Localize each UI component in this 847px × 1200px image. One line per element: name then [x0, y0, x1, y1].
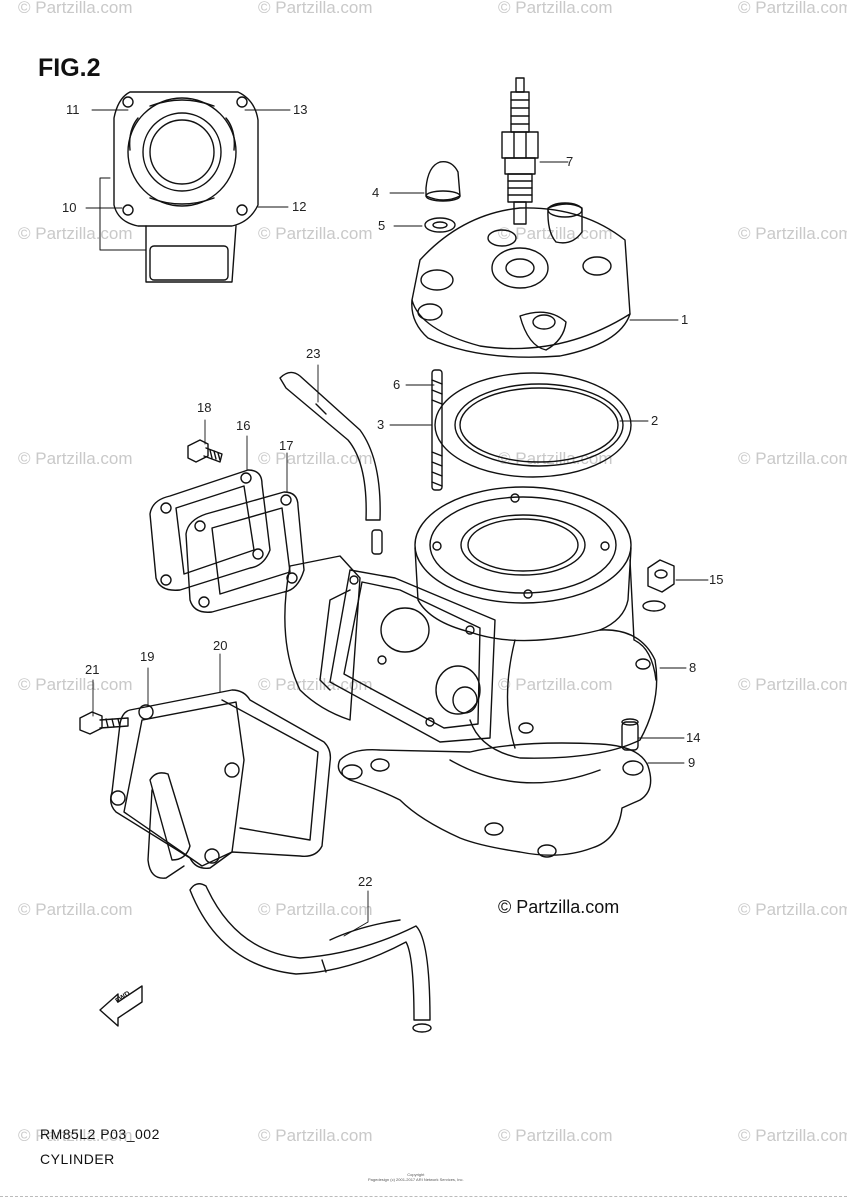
callout-1: 1: [681, 312, 689, 327]
watermark: © Partzilla.com: [738, 224, 847, 243]
cylinder-head-drawing: [411, 202, 631, 358]
callout-2: 2: [651, 413, 659, 428]
watermark: © Partzilla.com: [258, 224, 373, 243]
spark-plug-drawing: [501, 77, 539, 225]
plug-cap-drawing: [424, 161, 461, 233]
watermark: © Partzilla.com: [258, 900, 373, 919]
watermark: © Partzilla.com: [18, 224, 133, 243]
copyright-notice: Copyright Pagedesign (c) 2001-2017 ARI N…: [368, 1172, 464, 1182]
callout-18: 18: [197, 400, 212, 415]
head-gasket-drawing: [434, 372, 632, 478]
forward-arrow-icon: [99, 985, 143, 1027]
copyright-line: Copyright: [407, 1172, 425, 1177]
nut-drawing: [642, 559, 675, 612]
callout-14: 14: [686, 730, 701, 745]
watermark: © Partzilla.com: [738, 0, 847, 17]
watermark: © Partzilla.com: [498, 0, 613, 17]
partzilla-credit: © Partzilla.com: [498, 897, 620, 917]
callout-8: 8: [689, 660, 697, 675]
callout-6: 6: [393, 377, 401, 392]
callout-7: 7: [566, 154, 574, 169]
callout-5: 5: [378, 218, 386, 233]
reed-valve-drawing: [109, 689, 332, 879]
watermark: © Partzilla.com: [18, 449, 133, 468]
callout-22: 22: [358, 874, 373, 889]
figure-title: FIG.2: [38, 54, 101, 82]
watermark: © Partzilla.com: [258, 0, 373, 17]
callout-21: 21: [85, 662, 100, 677]
base-gasket-drawing: [337, 742, 652, 858]
reed-gasket-drawing: [149, 469, 305, 613]
callout-16: 16: [236, 418, 251, 433]
stud-bolt-drawing: [431, 369, 443, 491]
diagram-caption: CYLINDER: [40, 1151, 115, 1167]
gasket-inset-drawing: [99, 91, 259, 283]
callout-23: 23: [306, 346, 321, 361]
copyright-line: Pagedesign (c) 2001-2017 ARI Network Ser…: [368, 1177, 464, 1182]
watermark: © Partzilla.com: [738, 675, 847, 694]
bolt-drawing: [187, 439, 223, 463]
watermark: © Partzilla.com: [738, 1126, 847, 1145]
callout-3: 3: [377, 417, 385, 432]
watermark: © Partzilla.com: [18, 675, 133, 694]
callout-11: 11: [66, 102, 80, 117]
callout-17: 17: [279, 438, 294, 453]
watermark: © Partzilla.com: [18, 1126, 133, 1145]
watermark: © Partzilla.com: [498, 1126, 613, 1145]
leader-lines: [85, 109, 709, 937]
callout-13: 13: [293, 102, 308, 117]
cylinder-drawing: [284, 486, 658, 759]
watermark: © Partzilla.com: [18, 900, 133, 919]
bolt-drawing: [79, 711, 129, 735]
callout-20: 20: [213, 638, 228, 653]
dowel-pin-drawing: [621, 718, 639, 751]
watermark: © Partzilla.com: [498, 675, 613, 694]
callout-19: 19: [140, 649, 155, 664]
watermark: © Partzilla.com: [18, 0, 133, 17]
callout-12: 12: [292, 199, 307, 214]
diagram-code: RM85L2 P03_002: [40, 1126, 160, 1142]
callout-15: 15: [709, 572, 724, 587]
callout-4: 4: [372, 185, 380, 200]
watermark: © Partzilla.com: [738, 900, 847, 919]
watermark: © Partzilla.com: [258, 1126, 373, 1145]
hose-upper-drawing: [279, 371, 383, 555]
callout-9: 9: [688, 755, 696, 770]
watermark: © Partzilla.com: [498, 449, 613, 468]
bottom-divider: [0, 1196, 847, 1197]
callout-10: 10: [62, 200, 77, 215]
hose-lower-drawing: [189, 883, 432, 1033]
watermark: © Partzilla.com: [738, 449, 847, 468]
watermark: © Partzilla.com: [498, 224, 613, 243]
